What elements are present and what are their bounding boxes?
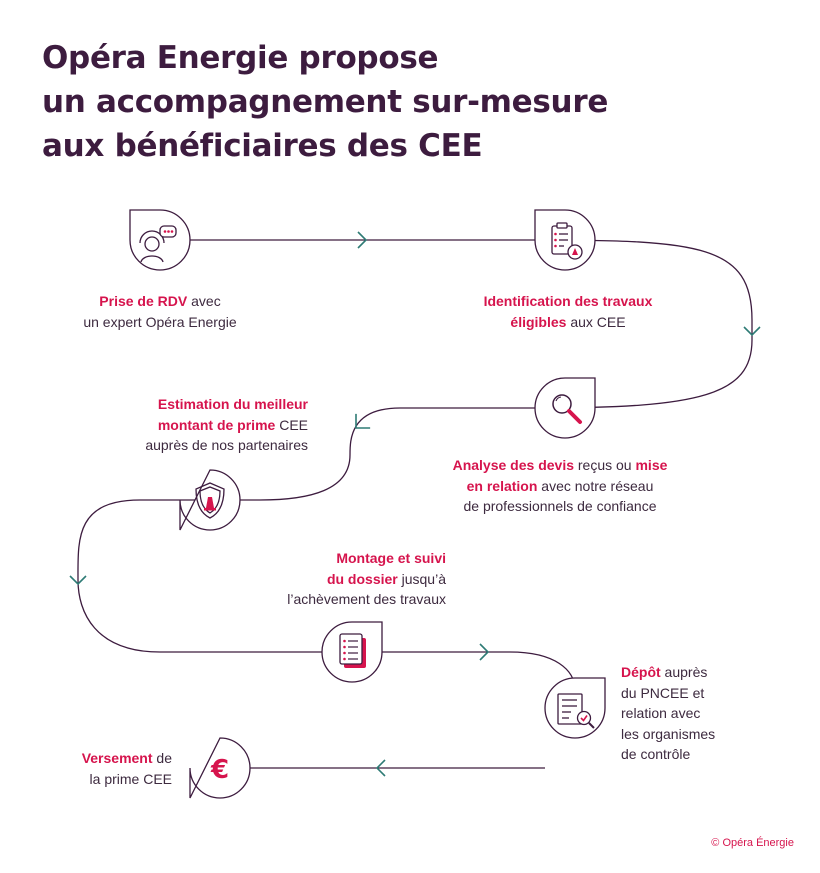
step-text-line: montant de prime CEE bbox=[90, 415, 308, 436]
clipboard-checklist-icon bbox=[551, 222, 573, 255]
step-text-line: Estimation du meilleur bbox=[90, 394, 308, 415]
body-text: les organismes bbox=[621, 725, 716, 742]
body-text: du PNCEE et bbox=[621, 684, 705, 701]
body-text: de bbox=[152, 750, 172, 766]
body-text: jusqu’à bbox=[397, 570, 446, 587]
shield-icon bbox=[195, 482, 225, 519]
page-title: Opéra Energie propose un accompagnement … bbox=[42, 36, 608, 168]
document-list-icon bbox=[339, 633, 366, 668]
title-line-3: aux bénéficiaires des CEE bbox=[42, 128, 483, 164]
arrow-left-icon bbox=[355, 413, 371, 429]
highlighted-text: Estimation du meilleur bbox=[157, 396, 308, 412]
step-2-node bbox=[534, 209, 596, 271]
step-text-line: Montage et suivi bbox=[228, 548, 446, 569]
step-3-node bbox=[534, 377, 596, 439]
step-text-line: la prime CEE bbox=[40, 769, 172, 790]
body-text: la prime CEE bbox=[89, 770, 172, 787]
body-text: CEE bbox=[275, 416, 308, 433]
flow-path bbox=[77, 239, 753, 691]
highlighted-text: en relation bbox=[466, 477, 538, 494]
body-text: de contrôle bbox=[621, 746, 691, 762]
highlighted-text: Versement bbox=[81, 750, 153, 766]
step-2-text: Identification des travaux éligibles aux … bbox=[458, 291, 678, 332]
step-1-node bbox=[129, 209, 191, 271]
step-text-line: un expert Opéra Energie bbox=[60, 312, 260, 333]
step-text-line: les organismes bbox=[621, 724, 761, 745]
body-text: relation avec bbox=[621, 705, 701, 721]
step-text-line: de contrôle bbox=[621, 744, 761, 765]
body-text: aux CEE bbox=[566, 313, 626, 330]
highlighted-text: éligibles bbox=[510, 313, 567, 330]
arrow-right-icon bbox=[479, 643, 490, 661]
body-text: avec notre réseau bbox=[537, 477, 654, 494]
highlighted-text: du dossier bbox=[326, 570, 398, 587]
step-4-text: Estimation du meilleur montant de prime C… bbox=[90, 394, 308, 456]
step-text-line: Analyse des devis reçus ou mise bbox=[440, 455, 680, 476]
body-text: auprès bbox=[660, 664, 708, 680]
step-text-line: de professionnels de confiance bbox=[440, 496, 680, 517]
document-search-icon bbox=[557, 693, 595, 729]
arrow-right-icon bbox=[357, 231, 368, 249]
copyright-text: © Opéra Énergie bbox=[711, 837, 794, 849]
highlighted-text: montant de prime bbox=[157, 416, 276, 433]
step-text-line: en relation avec notre réseau bbox=[440, 476, 680, 497]
arrow-down-icon bbox=[743, 326, 761, 337]
step-text-line: l’achèvement des travaux bbox=[228, 589, 446, 610]
step-4-node bbox=[179, 469, 241, 531]
body-text: reçus ou bbox=[574, 457, 636, 473]
step-text-line: éligibles aux CEE bbox=[458, 312, 678, 333]
step-text-line: relation avec bbox=[621, 703, 761, 724]
body-text: auprès de nos partenaires bbox=[145, 437, 308, 453]
highlighted-text: Analyse des devis bbox=[452, 457, 574, 473]
euro-icon: € bbox=[210, 755, 229, 785]
step-6-node bbox=[544, 677, 606, 739]
body-text: de professionnels de confiance bbox=[463, 498, 657, 514]
highlighted-text: Prise de RDV bbox=[99, 293, 188, 309]
step-7-node: € bbox=[189, 737, 251, 799]
highlighted-text: Montage et suivi bbox=[336, 550, 446, 566]
step-5-node bbox=[321, 621, 383, 683]
title-line-1: Opéra Energie propose bbox=[42, 40, 439, 76]
step-text-line: Identification des travaux bbox=[458, 291, 678, 312]
step-text-line: du PNCEE et bbox=[621, 683, 761, 704]
arrow-left-icon bbox=[375, 759, 386, 777]
arrow-down-icon bbox=[69, 575, 87, 586]
body-text: avec bbox=[187, 293, 221, 309]
step-text-line: Versement de bbox=[40, 748, 172, 769]
step-text-line: Prise de RDV avec bbox=[60, 291, 260, 312]
highlighted-text: Identification des travaux bbox=[483, 293, 653, 309]
magnifier-icon bbox=[552, 394, 572, 414]
title-line-2: un accompagnement sur-mesure bbox=[42, 84, 609, 120]
body-text: un expert Opéra Energie bbox=[83, 313, 237, 330]
body-text: l’achèvement des travaux bbox=[287, 591, 446, 607]
highlighted-text: mise bbox=[635, 457, 668, 473]
step-text-line: Dépôt auprès bbox=[621, 662, 761, 683]
step-text-line: du dossier jusqu’à bbox=[228, 569, 446, 590]
step-text-line: auprès de nos partenaires bbox=[90, 435, 308, 456]
highlighted-text: Dépôt bbox=[621, 664, 661, 680]
